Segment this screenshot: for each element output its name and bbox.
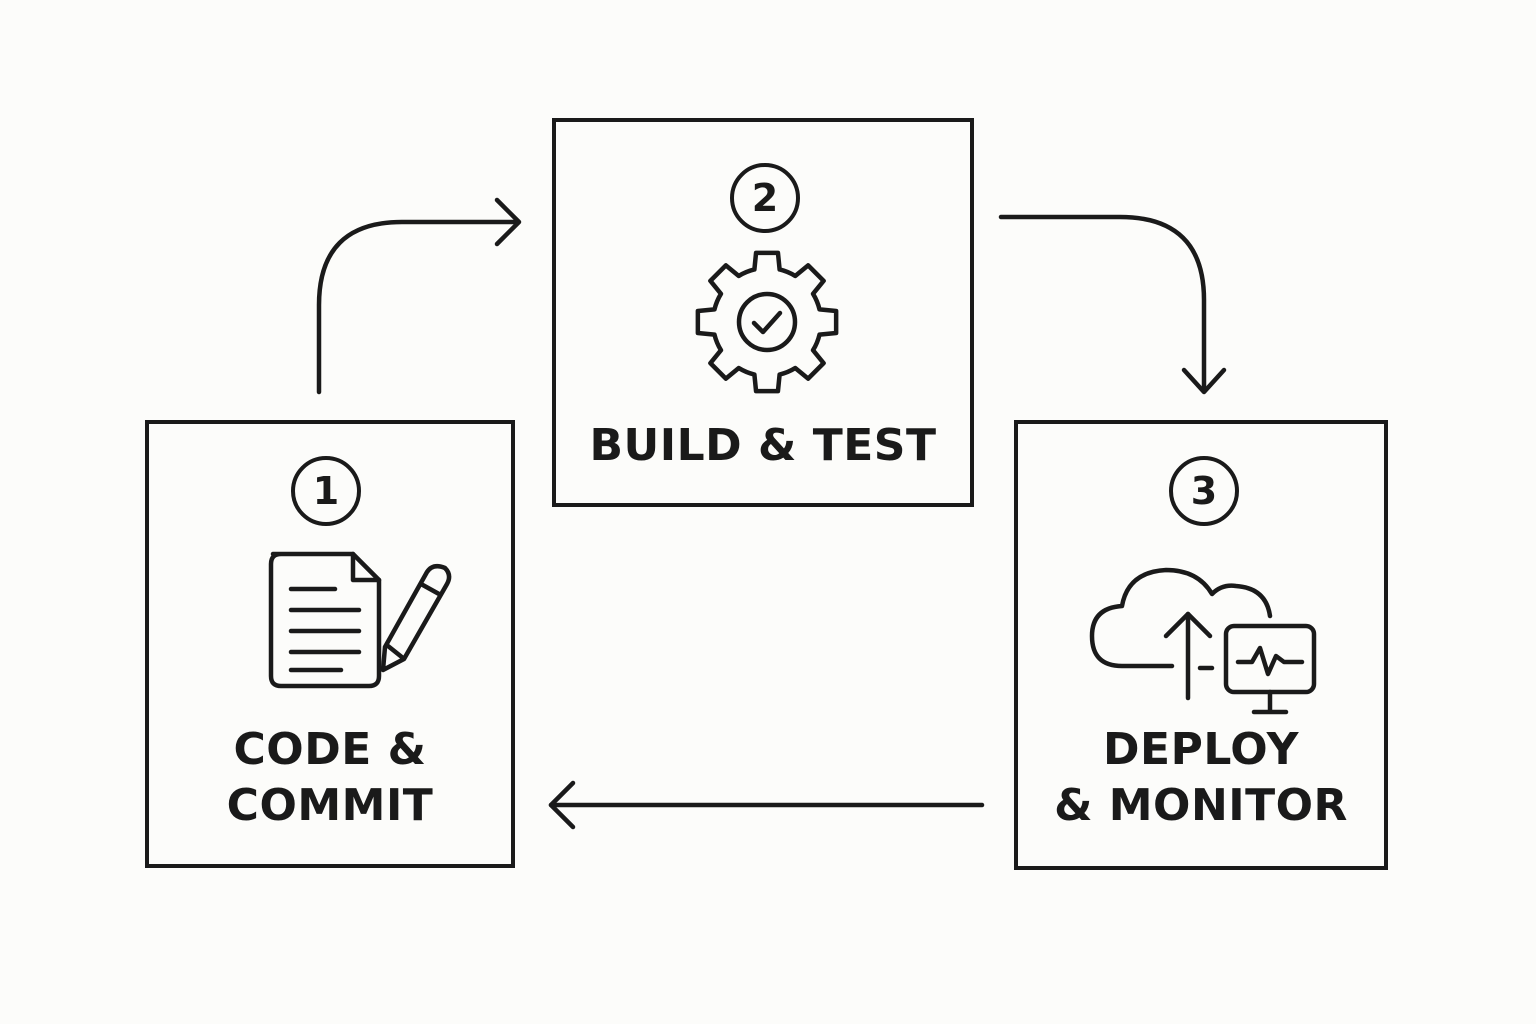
stage-label-line: DEPLOY [1103, 724, 1299, 775]
stage-build-test: 2 BUILD & TEST [552, 118, 974, 507]
cloud-upload-monitor-icon [1089, 567, 1317, 715]
arrow-code-to-build [316, 219, 520, 395]
step-number-badge: 2 [730, 163, 800, 233]
document-pencil-icon [268, 551, 452, 689]
arrow-build-to-deploy-head [1181, 367, 1227, 395]
stage-label-line: & MONITOR [1054, 780, 1348, 831]
stage-label: CODE & COMMIT [149, 722, 511, 834]
arrow-build-to-deploy [998, 214, 1207, 393]
stage-label: DEPLOY & MONITOR [1018, 722, 1384, 834]
stage-label-line: CODE & [233, 724, 427, 775]
step-number-badge: 1 [291, 456, 361, 526]
gear-outline [695, 250, 839, 394]
step-number-badge: 3 [1169, 456, 1239, 526]
arrow-deploy-to-code-head [548, 780, 576, 830]
arrow-code-to-build-head [494, 197, 522, 247]
gear-check-icon [695, 250, 839, 394]
stage-code-commit: 1 CODE & COMMIT [145, 420, 515, 868]
stage-deploy-monitor: 3 DEPLOY & MONITOR [1014, 420, 1388, 870]
stage-label-line: COMMIT [226, 780, 434, 831]
stage-label: BUILD & TEST [556, 418, 970, 474]
stage-label-line: BUILD & TEST [589, 420, 937, 471]
